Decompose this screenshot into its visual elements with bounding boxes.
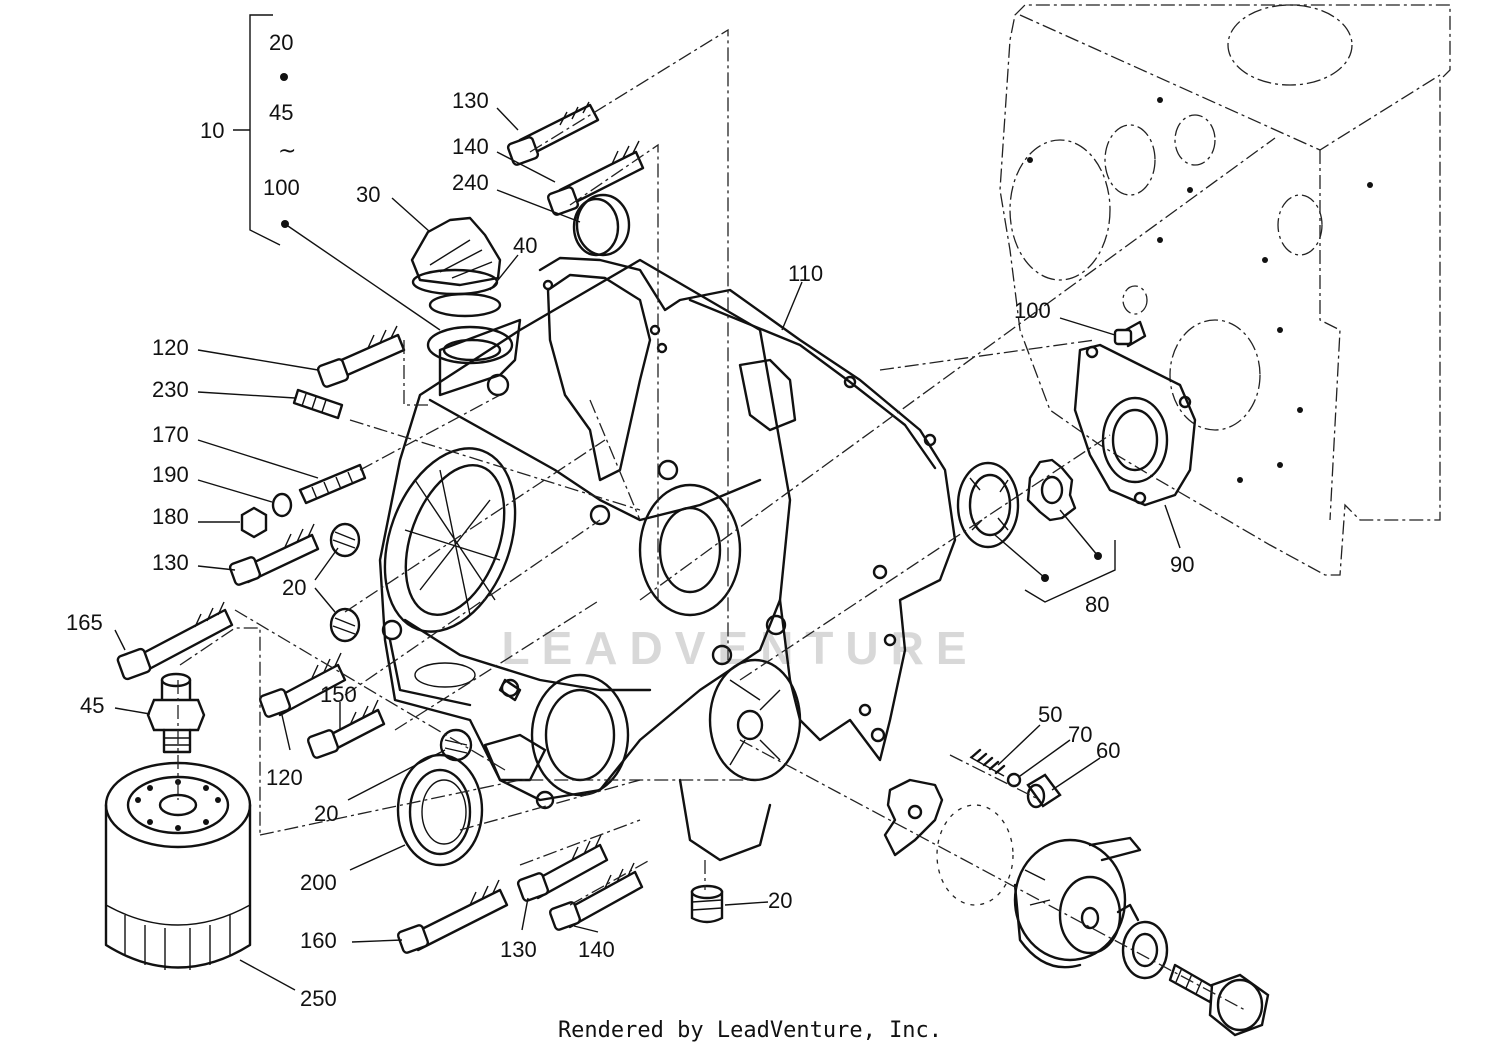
oil-cooler-gasket	[883, 778, 944, 857]
plug-20-b	[329, 607, 361, 643]
outer-rotor	[956, 461, 1020, 549]
callout-240[interactable]: 240	[452, 170, 489, 195]
callout-165[interactable]: 165	[66, 610, 103, 635]
bolt-140-top	[546, 140, 645, 216]
kit-member-45[interactable]: 45	[269, 100, 293, 125]
callout-80[interactable]: 80	[1085, 592, 1109, 617]
stud-230	[292, 388, 344, 420]
assembly-centerlines	[177, 28, 1276, 1011]
callout-40[interactable]: 40	[513, 233, 537, 258]
callout-45[interactable]: 45	[80, 693, 104, 718]
gear-case-cover-gasket	[538, 256, 957, 762]
callout-170[interactable]: 170	[152, 422, 189, 447]
callout-20-bottom[interactable]: 20	[768, 888, 792, 913]
callout-20-left[interactable]: 20	[282, 575, 306, 600]
callout-140-bottom[interactable]: 140	[578, 937, 615, 962]
inner-rotor	[1026, 458, 1077, 522]
oil-cooler	[1013, 836, 1142, 969]
kit-member-20[interactable]: 20	[269, 30, 293, 55]
oil-filler-cap	[410, 216, 502, 296]
group-80-bracket	[994, 509, 1116, 603]
relief-plug	[1026, 773, 1062, 809]
callout-180[interactable]: 180	[152, 504, 189, 529]
callout-50[interactable]: 50	[1038, 702, 1062, 727]
callout-200[interactable]: 200	[300, 870, 337, 895]
kit-member-100[interactable]: 100	[263, 175, 300, 200]
callout-30[interactable]: 30	[356, 182, 380, 207]
kit-bracket	[233, 14, 441, 331]
bolt-130-left	[228, 523, 320, 586]
callout-190[interactable]: 190	[152, 462, 189, 487]
plug-20-d	[690, 884, 724, 924]
callout-110[interactable]: 110	[788, 261, 823, 286]
callout-120-upper[interactable]: 120	[152, 335, 189, 360]
washer-190	[271, 492, 293, 518]
callout-60[interactable]: 60	[1096, 738, 1120, 763]
watermark: LEADVENTURE	[501, 622, 978, 674]
callout-140-top[interactable]: 140	[452, 134, 489, 159]
relief-spring	[969, 748, 1006, 777]
bolt-120-left	[316, 325, 406, 388]
seal-cap	[572, 193, 631, 257]
bolt-130-bottom	[516, 834, 609, 902]
engine-block	[999, 4, 1451, 576]
callout-150[interactable]: 150	[320, 682, 357, 707]
bolt-100-top	[1113, 320, 1147, 348]
callout-10[interactable]: 10	[200, 118, 224, 143]
callout-100[interactable]: 100	[1014, 298, 1051, 323]
callout-230[interactable]: 230	[152, 377, 189, 402]
bolt-165	[116, 601, 234, 681]
callout-90[interactable]: 90	[1170, 552, 1194, 577]
o-ring	[428, 292, 502, 318]
callout-130-top[interactable]: 130	[452, 88, 489, 113]
nut-180	[240, 506, 268, 539]
callout-160[interactable]: 160	[300, 928, 337, 953]
stud-170	[298, 463, 367, 505]
leader-lines	[114, 107, 1181, 991]
relief-ball	[1006, 772, 1022, 788]
callout-250[interactable]: 250	[300, 986, 337, 1011]
callout-120-lower[interactable]: 120	[266, 765, 303, 790]
range-symbol: ~	[278, 139, 296, 164]
callout-20-middle[interactable]: 20	[314, 801, 338, 826]
bolt-160	[396, 879, 509, 954]
oil-filter	[104, 761, 252, 970]
bolt-150	[306, 699, 386, 759]
filter-nipple	[146, 672, 206, 754]
bolt-120-lower	[258, 652, 347, 718]
oil-pump-case	[1073, 343, 1197, 507]
bolt-130-top	[506, 101, 600, 166]
cooler-bolt	[1168, 963, 1270, 1037]
oil-seal	[396, 753, 484, 867]
gear-case-housing	[378, 258, 802, 862]
bolt-140-bottom	[548, 862, 644, 931]
callout-70[interactable]: 70	[1068, 722, 1092, 747]
cooler-washer	[1121, 920, 1169, 980]
footer-credit: Rendered by LeadVenture, Inc.	[557, 1018, 943, 1043]
callout-130-left[interactable]: 130	[152, 550, 189, 575]
oil-cooler-o-ring	[936, 804, 1014, 906]
callout-130-bottom[interactable]: 130	[500, 937, 537, 962]
